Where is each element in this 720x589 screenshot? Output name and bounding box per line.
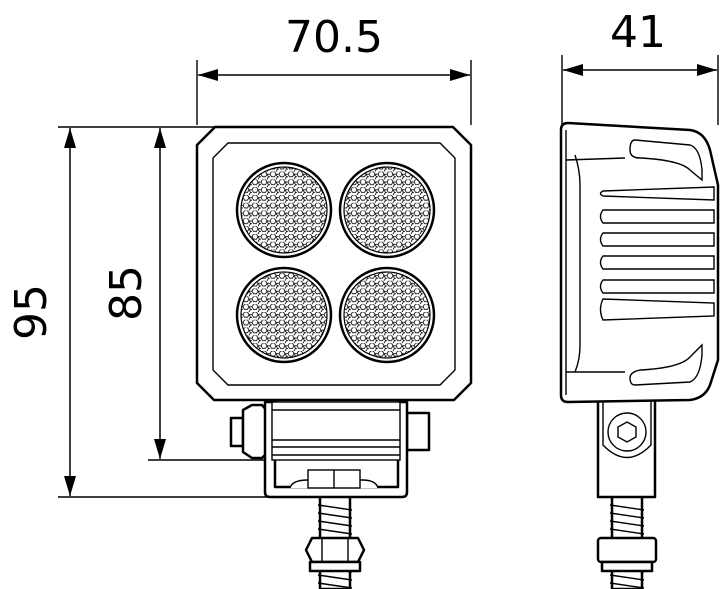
fin bbox=[599, 232, 715, 247]
side-bolt bbox=[596, 493, 658, 589]
housing-height-dimension: 85 bbox=[101, 128, 268, 461]
washer bbox=[600, 560, 654, 573]
width-label: 70.5 bbox=[285, 12, 383, 63]
total-height-dimension: 95 bbox=[6, 126, 268, 498]
led-array bbox=[235, 161, 436, 364]
fin bbox=[629, 343, 703, 386]
led-lens bbox=[338, 161, 436, 259]
front-view bbox=[195, 125, 473, 589]
cooling-fins bbox=[599, 139, 715, 386]
led-lens bbox=[338, 266, 436, 364]
led-lens bbox=[235, 161, 333, 259]
fin bbox=[629, 139, 703, 182]
fin bbox=[599, 186, 715, 201]
side-view bbox=[559, 121, 720, 589]
washer bbox=[308, 560, 362, 573]
total-height-label: 95 bbox=[6, 284, 57, 340]
fin bbox=[599, 209, 715, 224]
depth-dimension: 41 bbox=[561, 7, 719, 125]
led-lens bbox=[235, 266, 333, 364]
fin bbox=[599, 255, 715, 270]
mounting-bracket bbox=[229, 400, 431, 499]
housing-height-label: 85 bbox=[101, 265, 152, 321]
fin bbox=[599, 298, 715, 321]
depth-label: 41 bbox=[610, 7, 666, 58]
bolt bbox=[304, 493, 366, 589]
fin bbox=[599, 279, 715, 294]
width-dimension: 70.5 bbox=[196, 12, 472, 125]
hex-nut bbox=[304, 536, 366, 564]
hex-socket-icon bbox=[617, 421, 637, 443]
hex-nut bbox=[596, 536, 658, 564]
